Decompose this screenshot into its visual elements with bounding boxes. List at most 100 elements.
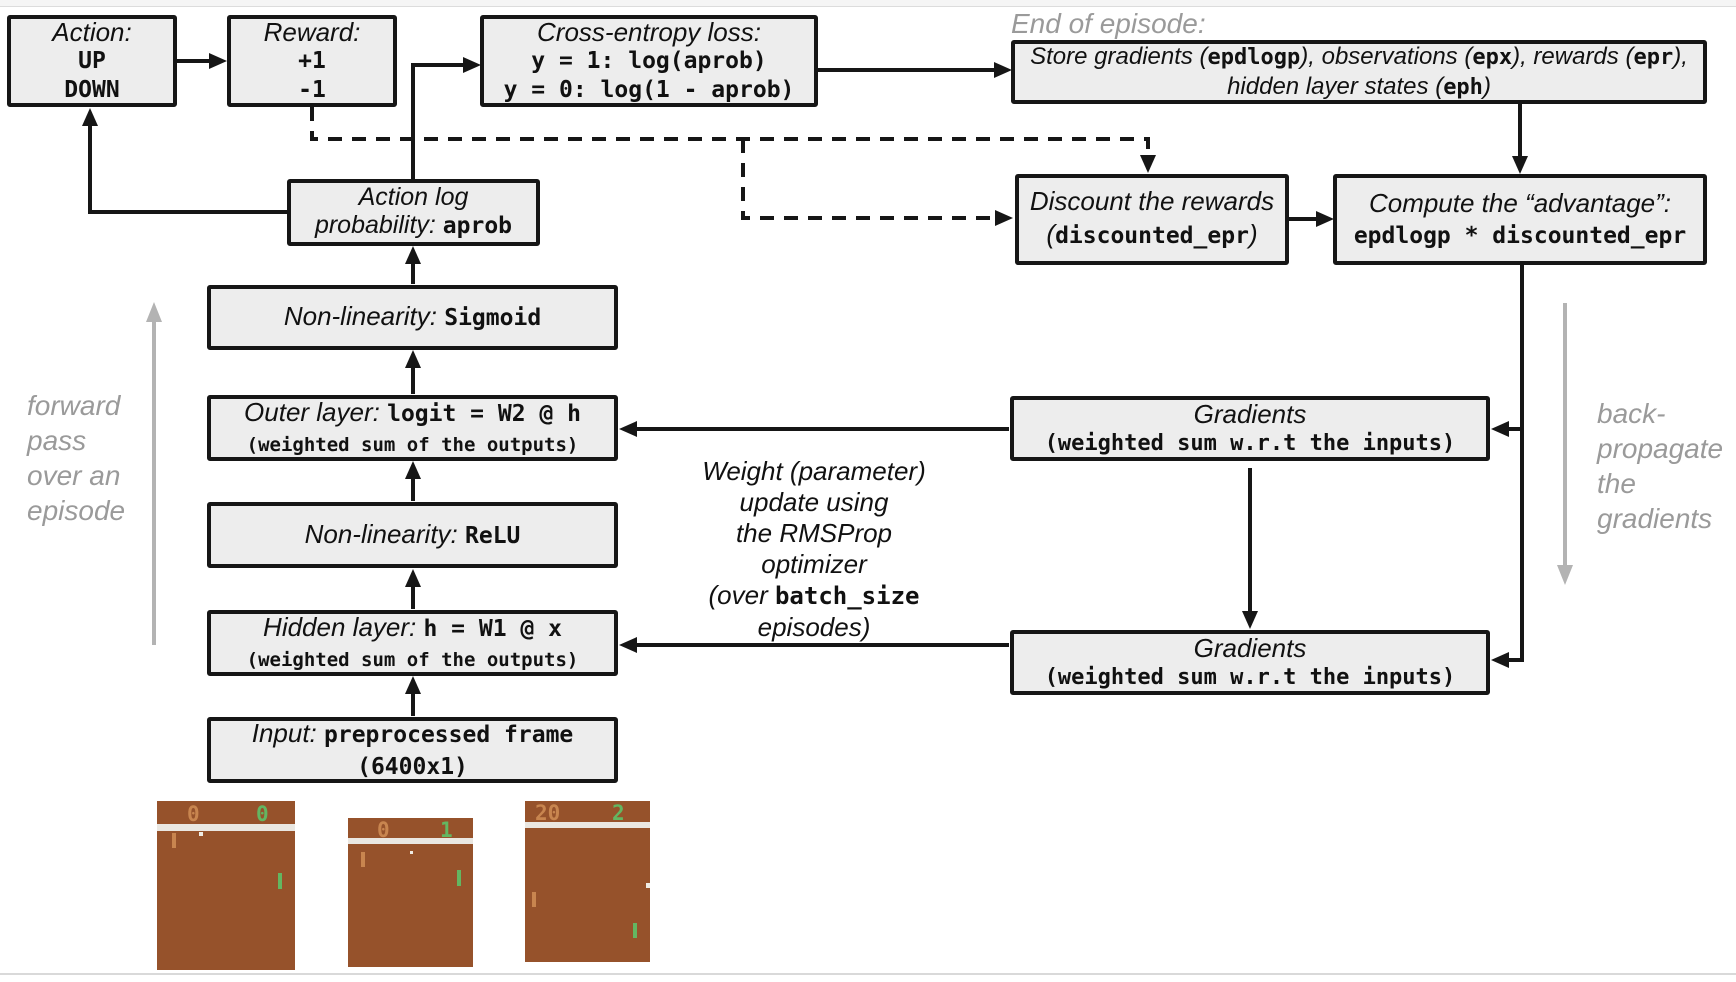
- discount-paren: ): [1248, 218, 1258, 249]
- weight-update-note: Weight (parameter) update using the RMSP…: [639, 456, 989, 643]
- reward-box: Reward: +1 -1: [227, 15, 397, 107]
- epdlogp-code: epdlogp: [1207, 45, 1301, 70]
- outer-layer-code: logit = W2 @ h: [387, 401, 581, 427]
- pong1-left-paddle: [172, 833, 176, 848]
- advantage-code: epdlogp * discounted_epr: [1353, 222, 1687, 249]
- backpropagate-line: propagate: [1597, 433, 1724, 464]
- input-dims: (6400x1): [357, 753, 468, 780]
- weight-update-line: the RMSProp: [735, 518, 893, 548]
- hidden-layer-line1: Hidden layer: h = W1 @ x: [263, 613, 562, 647]
- weight-update-line: update using: [739, 487, 889, 517]
- discounted-epr-code: discounted_epr: [1055, 222, 1249, 249]
- pong2-ball: [410, 851, 413, 854]
- action-up: UP: [78, 47, 106, 74]
- forward-pass-line: forward: [27, 390, 121, 421]
- cross-entropy-box: Cross-entropy loss: y = 1: log(aprob) y …: [480, 15, 818, 107]
- action-log-probability-box: Action log probability: aprob: [287, 179, 540, 246]
- pong2-right-paddle: [457, 870, 461, 886]
- eph-code: eph: [1443, 75, 1483, 100]
- store-text: ), observations (: [1300, 43, 1473, 70]
- cross-entropy-title: Cross-entropy loss:: [537, 16, 761, 47]
- pong3-ball: [646, 883, 650, 888]
- relu-line: Non-linearity: ReLU: [304, 518, 521, 551]
- hidden-layer-subtitle: (weighted sum of the outputs): [246, 649, 579, 671]
- outer-layer-subtitle: (weighted sum of the outputs): [246, 434, 579, 456]
- discount-rewards-box: Discount the rewards (discounted_epr): [1015, 174, 1289, 265]
- sigmoid-box: Non-linearity: Sigmoid: [207, 285, 618, 350]
- weight-update-line: optimizer: [761, 549, 867, 579]
- dashed-end-of-episode-arrows: [310, 107, 1150, 220]
- backpropagate-line: back-: [1597, 398, 1666, 429]
- hidden-layer-box: Hidden layer: h = W1 @ x (weighted sum o…: [207, 610, 618, 676]
- batch-size-code: batch_size: [774, 582, 920, 610]
- store-gradients-box: Store gradients (epdlogp), observations …: [1011, 40, 1707, 104]
- weight-update-line: episodes): [757, 612, 871, 642]
- pong2-left-paddle: [361, 852, 365, 867]
- discount-line1: Discount the rewards: [1029, 185, 1275, 216]
- page-top-divider: [0, 0, 1736, 7]
- relu-box: Non-linearity: ReLU: [207, 502, 618, 568]
- hidden-layer-code: h = W1 @ x: [423, 616, 562, 642]
- reward-positive: +1: [298, 47, 326, 74]
- input-line1: Input: preprocessed frame: [252, 718, 574, 753]
- pong-frame-3: 20 2: [525, 801, 650, 962]
- advantage-line1: Compute the “advantage”:: [1368, 187, 1672, 218]
- action-box: Action: UP DOWN: [7, 15, 177, 107]
- hidden-layer-text: Hidden layer:: [263, 612, 424, 642]
- aprob-text: probability:: [314, 210, 443, 239]
- forward-pass-line: episode: [27, 495, 126, 526]
- pong3-separator: [525, 822, 650, 828]
- pong3-right-score: 2: [612, 801, 625, 825]
- discount-paren: (: [1046, 218, 1056, 249]
- weight-update-line: Weight (parameter): [702, 456, 926, 486]
- input-code: preprocessed frame: [324, 721, 574, 748]
- aprob-line2: probability: aprob: [315, 211, 512, 243]
- gradients-title: Gradients: [1193, 398, 1307, 429]
- end-of-episode-label: End of episode:: [1011, 8, 1206, 39]
- gradients-subtitle: (weighted sum w.r.t the inputs): [1044, 664, 1456, 690]
- reward-negative: -1: [298, 76, 326, 103]
- outer-layer-text: Outer layer:: [244, 397, 388, 427]
- relu-text: Non-linearity:: [304, 518, 465, 549]
- outer-layer-box: Outer layer: logit = W2 @ h (weighted su…: [207, 395, 618, 461]
- weight-update-line: (over batch_size: [639, 580, 989, 612]
- epx-code: epx: [1472, 45, 1513, 70]
- compute-advantage-box: Compute the “advantage”: epdlogp * disco…: [1333, 174, 1707, 265]
- pong-frame-2: 0 1: [348, 818, 473, 967]
- pong2-separator: [348, 838, 473, 844]
- solid-arrows: [88, 59, 1524, 716]
- store-text: ): [1482, 73, 1491, 100]
- store-text: ),: [1673, 43, 1688, 70]
- aprob-code: aprob: [442, 212, 513, 239]
- pong-frame-1: 0 0: [157, 801, 295, 970]
- store-text: Store gradients (: [1030, 43, 1208, 70]
- cross-entropy-y0: y = 0: log(1 - aprob): [503, 76, 795, 103]
- pong2-left-score: 0: [377, 818, 390, 842]
- pong3-right-paddle: [633, 923, 637, 938]
- backpropagate-label: back- propagate the gradients: [1597, 396, 1723, 536]
- store-line1: Store gradients (epdlogp), observations …: [1030, 42, 1688, 72]
- pong1-right-score: 0: [256, 802, 269, 826]
- gradients-outer-box: Gradients (weighted sum w.r.t the inputs…: [1010, 396, 1490, 461]
- action-down: DOWN: [64, 76, 120, 103]
- input-box: Input: preprocessed frame (6400x1): [207, 717, 618, 783]
- store-text: ), rewards (: [1512, 43, 1634, 70]
- sigmoid-code: Sigmoid: [444, 305, 542, 331]
- pong3-left-score: 20: [535, 801, 561, 825]
- forward-pass-line: pass: [27, 425, 87, 456]
- sigmoid-line: Non-linearity: Sigmoid: [284, 302, 541, 333]
- pong1-right-paddle: [278, 873, 282, 889]
- page-bottom-divider: [0, 973, 1736, 975]
- gradients-title: Gradients: [1193, 632, 1307, 663]
- relu-code: ReLU: [465, 522, 521, 549]
- pong3-left-paddle: [532, 892, 536, 907]
- gradients-subtitle: (weighted sum w.r.t the inputs): [1044, 430, 1456, 456]
- forward-pass-line: over an: [27, 460, 121, 491]
- discount-line2: (discounted_epr): [1046, 218, 1257, 255]
- pong1-left-score: 0: [187, 802, 200, 826]
- action-title: Action:: [52, 16, 132, 47]
- store-text: hidden layer states (: [1227, 73, 1444, 100]
- pong2-right-score: 1: [440, 818, 453, 842]
- arrowheads: [82, 53, 1528, 694]
